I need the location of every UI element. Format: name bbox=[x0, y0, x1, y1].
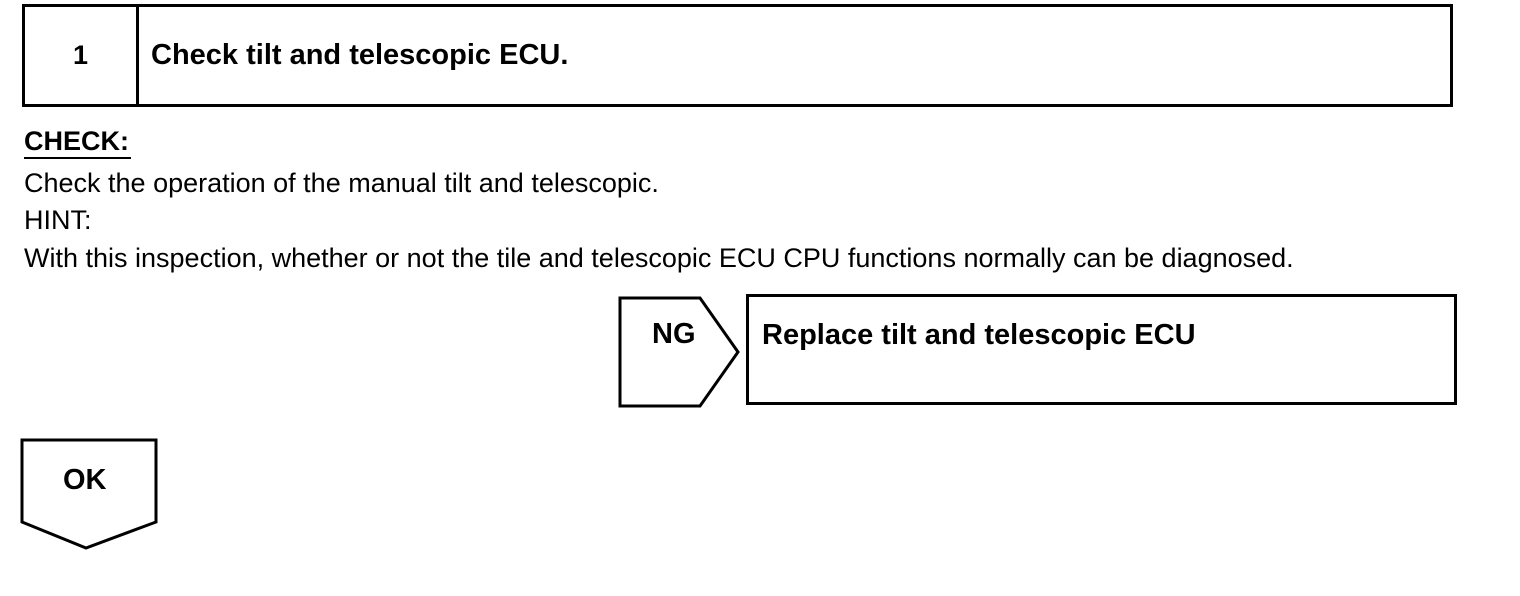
step-header: 1 Check tilt and telescopic ECU. bbox=[22, 4, 1453, 107]
step-number: 1 bbox=[25, 7, 139, 104]
step-title: Check tilt and telescopic ECU. bbox=[151, 39, 569, 71]
ng-label: NG bbox=[652, 318, 696, 350]
ok-arrow-down-icon bbox=[20, 438, 158, 550]
ng-action-text: Replace tilt and telescopic ECU bbox=[762, 319, 1196, 351]
ng-arrow-icon bbox=[618, 296, 740, 408]
ok-label: OK bbox=[63, 464, 107, 496]
check-label: CHECK: bbox=[24, 125, 131, 159]
ng-action-box: Replace tilt and telescopic ECU bbox=[746, 294, 1457, 405]
hint-label: HINT: bbox=[24, 205, 92, 235]
check-instruction: Check the operation of the manual tilt a… bbox=[24, 168, 659, 198]
hint-text: With this inspection, whether or not the… bbox=[24, 243, 1294, 273]
